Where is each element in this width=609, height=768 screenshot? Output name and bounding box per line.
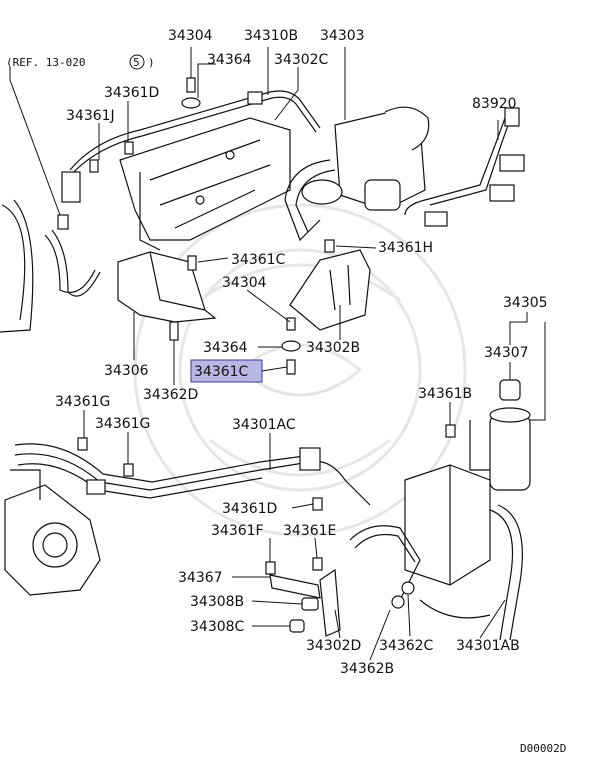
main-bracket-plate <box>119 117 291 251</box>
part-label-34310b[interactable]: 34310B <box>244 28 298 44</box>
watermark-emblem <box>133 203 467 537</box>
harness-83920 <box>404 107 525 227</box>
ref-label: (REF. 13-020 <box>6 56 85 69</box>
part-label-34361h[interactable]: 34361H <box>378 240 433 256</box>
part-label-34362d[interactable]: 34362D <box>143 387 198 403</box>
part-label-34361g-right[interactable]: 34361G <box>95 416 150 432</box>
pump-assembly-34303 <box>284 106 430 242</box>
part-label-34361g-left[interactable]: 34361G <box>55 394 110 410</box>
part-label-34302b[interactable]: 34302B <box>306 340 360 356</box>
part-label-34308c[interactable]: 34308C <box>190 619 245 635</box>
part-labels: 34304 34310B 34303 34364 34302C 34361D 3… <box>55 28 548 677</box>
ref-close: ) <box>148 56 155 69</box>
part-label-34367[interactable]: 34367 <box>178 570 223 586</box>
part-label-34364-lower[interactable]: 34364 <box>203 340 248 356</box>
part-label-34361f[interactable]: 34361F <box>211 523 264 539</box>
ref-callout: (REF. 13-020 5 ) <box>6 54 155 70</box>
part-label-34304[interactable]: 34304 <box>168 28 213 44</box>
bracket-34306 <box>117 251 217 323</box>
ref-harness-pipe <box>0 199 101 333</box>
part-label-34305[interactable]: 34305 <box>503 295 548 311</box>
part-label-34307[interactable]: 34307 <box>484 345 529 361</box>
part-label-34362b[interactable]: 34362B <box>340 661 394 677</box>
diagram-code: D00002D <box>520 742 566 755</box>
part-label-34361c-highlighted[interactable]: 34361C <box>194 364 249 380</box>
part-label-34308b[interactable]: 34308B <box>190 594 244 610</box>
part-label-34361b[interactable]: 34361B <box>418 386 472 402</box>
leader-lines <box>9 47 546 661</box>
part-label-34361d[interactable]: 34361D <box>104 85 159 101</box>
reservoir-34305 <box>469 379 531 491</box>
pressure-hose-34301ac <box>14 443 371 506</box>
part-label-34303[interactable]: 34303 <box>320 28 365 44</box>
part-label-34302d[interactable]: 34302D <box>306 638 361 654</box>
part-label-34302c[interactable]: 34302C <box>274 52 329 68</box>
steering-gear <box>4 469 101 596</box>
bracket-34302b <box>289 249 371 331</box>
part-label-34301ab[interactable]: 34301AB <box>456 638 520 654</box>
part-label-34361e[interactable]: 34361E <box>283 523 336 539</box>
highlight-box-34361c <box>190 359 263 383</box>
part-label-34364[interactable]: 34364 <box>207 52 252 68</box>
ref-circle-number: 5 <box>133 56 140 69</box>
clamps-34302d-34367 <box>269 568 341 637</box>
part-label-34361c-upper[interactable]: 34361C <box>231 252 286 268</box>
part-label-34301ac[interactable]: 34301AC <box>232 417 296 433</box>
lower-pump-assembly <box>349 464 523 641</box>
part-label-34306[interactable]: 34306 <box>104 363 149 379</box>
part-label-34362c[interactable]: 34362C <box>379 638 434 654</box>
part-label-83920[interactable]: 83920 <box>472 96 517 112</box>
part-label-34304-lower[interactable]: 34304 <box>222 275 267 291</box>
part-label-34361j[interactable]: 34361J <box>66 108 115 124</box>
bolt-markers <box>77 77 456 609</box>
part-label-34361d-lower[interactable]: 34361D <box>222 501 277 517</box>
